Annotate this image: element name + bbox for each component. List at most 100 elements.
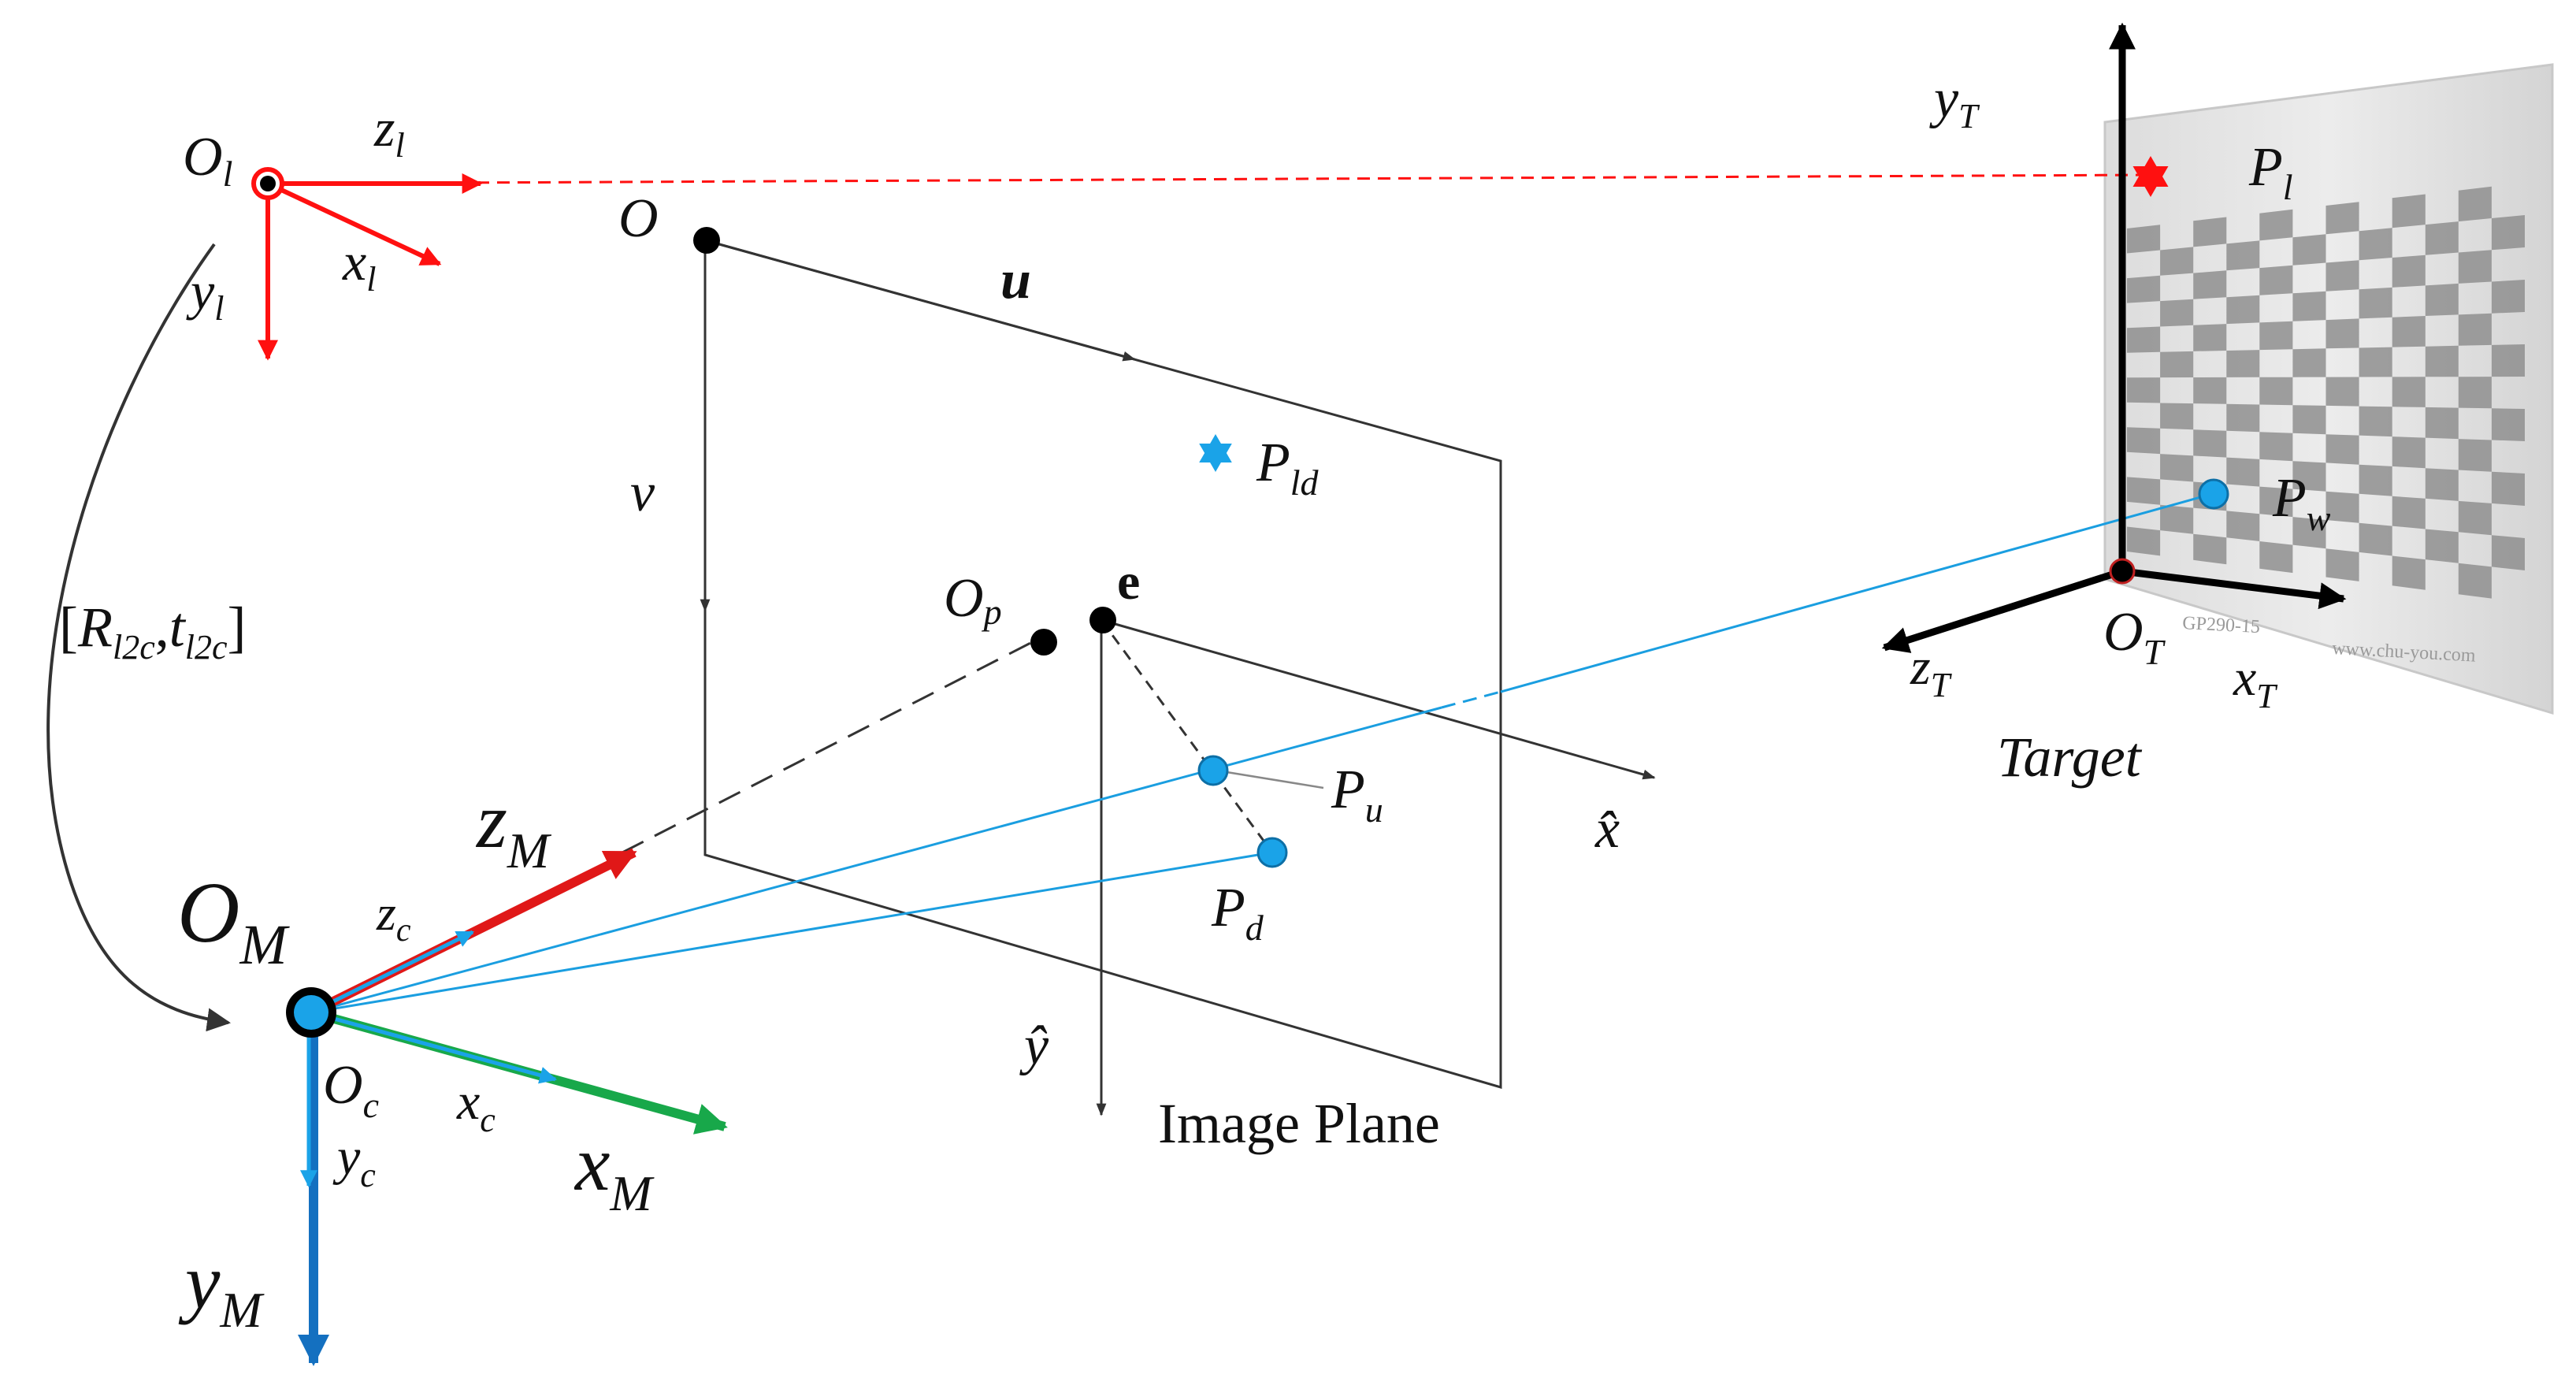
ray-thin-Pu-label <box>1216 769 1324 789</box>
target-origin <box>2109 558 2136 585</box>
label-O-c: Oc <box>323 1055 379 1125</box>
checker-square <box>2392 194 2426 228</box>
label-y-T: yT <box>1929 69 1980 136</box>
ray-to-Pd <box>310 851 1273 1014</box>
label-z-T: zT <box>1910 638 1953 704</box>
checker-square <box>2458 500 2492 536</box>
checker-square <box>2193 533 2227 565</box>
checker-square <box>2491 280 2525 314</box>
checker-square <box>2425 221 2459 255</box>
target-frame <box>1881 22 2347 653</box>
label-y-l: yl <box>186 261 224 328</box>
checker-square <box>2193 324 2227 351</box>
checker-square <box>2392 377 2426 407</box>
label-e: e <box>1117 553 1140 611</box>
checker-square <box>2392 436 2426 469</box>
checker-square <box>2292 461 2326 492</box>
checker-square <box>2127 477 2161 505</box>
checker-square <box>2259 321 2293 351</box>
point-O <box>693 227 720 254</box>
checker-square <box>2425 468 2459 501</box>
checker-square <box>2160 454 2194 482</box>
checker-square <box>2127 427 2161 455</box>
checker-square <box>2160 403 2194 430</box>
label-transform: [Rl2c,tl2c] <box>59 596 247 667</box>
checker-square <box>2491 408 2525 441</box>
checker-square <box>2458 377 2492 409</box>
checker-square <box>2292 517 2326 549</box>
checker-square <box>2425 345 2459 377</box>
label-P-d: Pd <box>1211 878 1264 948</box>
checker-square <box>2491 344 2525 377</box>
checker-square <box>2193 377 2227 404</box>
target-z-axis <box>1881 567 2124 653</box>
label-O: O <box>618 188 659 249</box>
label-target: Target <box>1997 726 2143 789</box>
checker-square <box>2458 250 2492 284</box>
checker-square <box>2259 265 2293 295</box>
checker-square <box>2359 406 2392 437</box>
checker-square <box>2226 403 2260 433</box>
zc-axis <box>310 930 474 1015</box>
checkerboard-pattern <box>2127 186 2525 599</box>
point-Pd <box>1256 837 1288 868</box>
camera-origin-inner <box>294 995 328 1030</box>
checker-square <box>2160 351 2194 378</box>
point-Op <box>1030 629 1057 656</box>
checker-square <box>2292 348 2326 377</box>
lidar-laser-dashed <box>271 173 2151 185</box>
checker-square <box>2292 291 2326 321</box>
label-x-c: xc <box>456 1073 496 1139</box>
label-O-p: Op <box>944 568 1002 632</box>
checker-square <box>2226 457 2260 487</box>
optical-axis-dashed <box>622 637 1041 854</box>
camera-frame <box>286 848 728 1366</box>
label-u: u <box>1000 250 1031 310</box>
checker-square <box>2325 260 2359 292</box>
checker-square <box>2160 504 2194 534</box>
checker-square <box>2325 434 2359 465</box>
label-O-M: OM <box>177 864 290 976</box>
projection-rays <box>310 492 2213 1014</box>
target-x-axis <box>2121 567 2347 610</box>
checker-square <box>2325 318 2359 349</box>
checker-square <box>2259 377 2293 406</box>
point-e <box>1089 607 1116 633</box>
checker-square <box>2193 217 2227 247</box>
checker-square <box>2226 240 2260 271</box>
points <box>693 156 2229 868</box>
checker-square <box>2259 432 2293 462</box>
label-x-T: xT <box>2233 649 2278 715</box>
point-Pw <box>2198 478 2229 510</box>
checker-square <box>2359 522 2392 556</box>
checker-square <box>2292 405 2326 435</box>
label-x-l: xl <box>342 232 376 299</box>
checker-square <box>2325 377 2359 407</box>
checker-square <box>2226 295 2260 325</box>
checker-square <box>2491 215 2525 251</box>
checker-square <box>2491 471 2525 506</box>
checker-square <box>2160 247 2194 276</box>
labels: Ol zl xl yl O u v Pld Op e Pu Pd x̂ ŷ Im… <box>59 69 2331 1338</box>
label-P-ld: Pld <box>1256 433 1320 503</box>
checker-square <box>2458 563 2492 599</box>
label-x-M: xM <box>573 1120 655 1221</box>
label-y-c: yc <box>332 1128 376 1194</box>
image-plane-outline <box>703 239 1502 1090</box>
label-y-M: yM <box>178 1238 265 1338</box>
checker-square <box>2325 548 2359 581</box>
label-P-u: Pu <box>1331 760 1383 830</box>
checker-square <box>2127 377 2161 403</box>
checker-square <box>2226 350 2260 377</box>
x-hat-axis-line <box>1101 618 1656 780</box>
checker-square <box>2458 439 2492 472</box>
checker-square <box>2292 234 2326 266</box>
lidar-x-axis <box>266 181 442 266</box>
checker-square <box>2491 535 2525 570</box>
xc-axis <box>310 1010 558 1084</box>
checker-square <box>2359 287 2392 319</box>
transform-curve-arrow <box>46 243 231 1032</box>
label-O-l: Ol <box>183 127 232 194</box>
checker-square <box>2325 491 2359 523</box>
